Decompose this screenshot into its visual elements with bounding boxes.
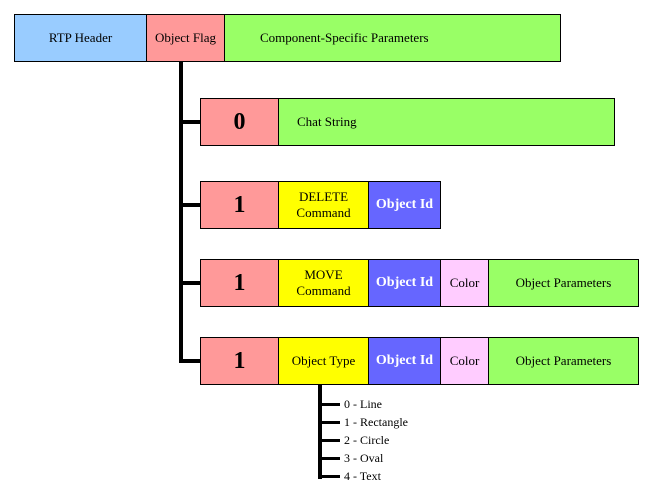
row1-object-id-label: Object Id	[375, 197, 434, 213]
subtree-branch-3	[318, 457, 340, 460]
rtp-header-box: RTP Header	[14, 14, 147, 62]
row0-chat-string-box: Chat String	[278, 98, 615, 146]
object-type-item-text: 4 - Text	[344, 469, 381, 483]
row2-move-command-label: MOVE Command	[296, 266, 351, 298]
subtree-branch-2	[318, 439, 340, 442]
object-flag-label: Object Flag	[154, 29, 216, 45]
subtree-branch-0	[318, 403, 340, 406]
row0-flag-box: 0	[200, 98, 279, 146]
row3-object-id-box: Object Id	[368, 337, 441, 385]
row1-object-id-box: Object Id	[368, 181, 441, 229]
subtree-branch-1	[318, 421, 340, 424]
rtp-header-label: RTP Header	[48, 29, 113, 45]
branch-line-1	[179, 203, 201, 207]
row2-object-params-label: Object Parameters	[515, 274, 612, 290]
object-type-item-circle: 2 - Circle	[344, 433, 390, 447]
branch-line-2	[179, 281, 201, 285]
object-type-item-oval: 3 - Oval	[344, 451, 384, 465]
row3-object-type-box: Object Type	[278, 337, 369, 385]
row0-flag-value: 0	[233, 109, 246, 135]
row3-flag-value: 1	[233, 348, 246, 374]
component-params-label: Component-Specific Parameters	[260, 29, 429, 45]
row1-flag-box: 1	[200, 181, 279, 229]
row2-object-id-label: Object Id	[375, 275, 434, 291]
tree-trunk-line	[179, 62, 183, 361]
row2-flag-value: 1	[233, 270, 246, 296]
row3-object-params-label: Object Parameters	[515, 352, 612, 368]
subtree-trunk-line	[318, 385, 322, 479]
object-type-item-line: 0 - Line	[344, 397, 382, 411]
component-params-box: Component-Specific Parameters	[224, 14, 561, 62]
row2-color-box: Color	[440, 259, 489, 307]
row0-chat-string-label: Chat String	[297, 113, 357, 129]
row3-color-box: Color	[440, 337, 489, 385]
object-type-item-rectangle: 1 - Rectangle	[344, 415, 408, 429]
row3-object-params-box: Object Parameters	[488, 337, 639, 385]
row2-object-params-box: Object Parameters	[488, 259, 639, 307]
row1-delete-command-box: DELETE Command	[278, 181, 369, 229]
row2-object-id-box: Object Id	[368, 259, 441, 307]
object-flag-box: Object Flag	[146, 14, 225, 62]
row3-flag-box: 1	[200, 337, 279, 385]
row1-flag-value: 1	[233, 192, 246, 218]
row3-color-label: Color	[449, 352, 480, 368]
row3-object-id-label: Object Id	[375, 353, 434, 369]
row2-move-command-box: MOVE Command	[278, 259, 369, 307]
row2-color-label: Color	[449, 274, 480, 290]
branch-line-0	[179, 120, 201, 124]
row1-delete-command-label: DELETE Command	[296, 188, 351, 220]
row2-flag-box: 1	[200, 259, 279, 307]
subtree-branch-4	[318, 475, 340, 478]
branch-line-3	[179, 359, 201, 363]
row3-object-type-label: Object Type	[291, 352, 356, 368]
